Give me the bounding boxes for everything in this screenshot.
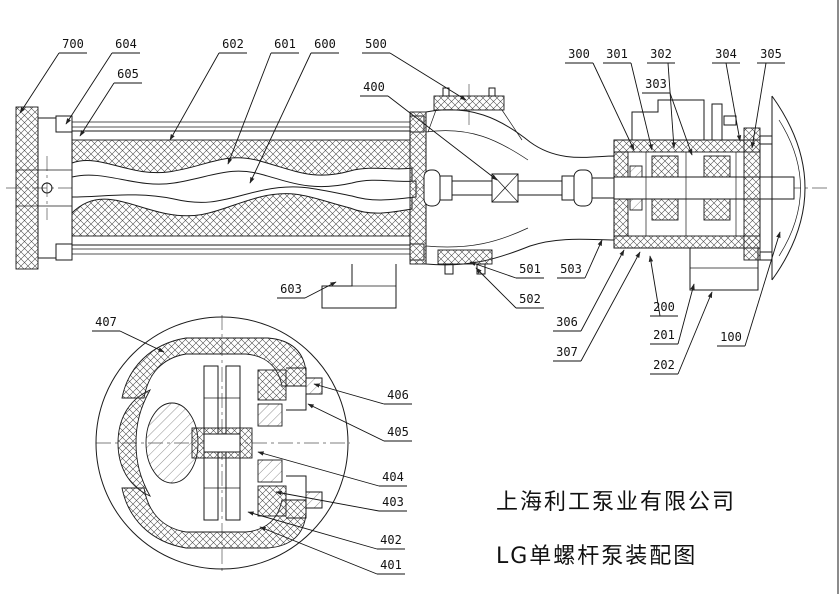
part-label-405: 405 (387, 425, 409, 439)
part-label-200: 200 (653, 300, 675, 314)
leader-line-405 (307, 403, 385, 442)
drawing-title: LG单螺杆泵装配图 (496, 544, 698, 569)
leader-line-604 (65, 52, 113, 125)
part-label-201: 201 (653, 328, 675, 342)
leader-line-407 (119, 330, 165, 353)
leader-line-100 (744, 231, 781, 347)
detail-left-shell (117, 389, 152, 497)
leader-line-304 (725, 62, 742, 142)
part-labels: 700 604 605 602 601 600 500 400 300 301 302 303 304 3… (19, 37, 785, 575)
leader-line-303 (669, 92, 693, 156)
part-label-500: 500 (365, 37, 387, 51)
leader-line-200 (648, 255, 661, 317)
leader-line-503 (584, 239, 603, 279)
detail-ball (145, 402, 199, 484)
leader-line-401 (259, 526, 378, 575)
part-label-403: 403 (382, 495, 404, 509)
part-label-501: 501 (519, 262, 541, 276)
leader-line-202 (677, 291, 713, 375)
drive-end (743, 95, 806, 281)
leader-line-605 (79, 82, 115, 137)
leader-line-500 (389, 52, 467, 101)
part-label-302: 302 (650, 47, 672, 61)
leader-line-302 (667, 62, 676, 149)
part-label-400: 400 (363, 80, 385, 94)
leader-line-301 (630, 62, 653, 151)
part-label-603: 603 (280, 282, 302, 296)
part-label-307: 307 (556, 345, 578, 359)
leader-line-402 (247, 511, 378, 550)
coupling-rod (423, 169, 615, 207)
leader-line-406 (313, 383, 385, 405)
leader-line-600 (249, 52, 312, 184)
leader-line-305 (750, 62, 767, 149)
part-label-100: 100 (720, 330, 742, 344)
leader-line-307 (580, 251, 641, 362)
leader-line-700 (19, 52, 60, 114)
part-label-407: 407 (95, 315, 117, 329)
part-label-301: 301 (606, 47, 628, 61)
part-label-300: 300 (568, 47, 590, 61)
company-name: 上海利工泵业有限公司 (496, 490, 737, 515)
part-label-502: 502 (519, 292, 541, 306)
leader-line-502 (475, 267, 517, 309)
leader-line-603 (304, 281, 337, 299)
title-block: 上海利工泵业有限公司 LG单螺杆泵装配图 (496, 484, 736, 570)
part-label-305: 305 (760, 47, 782, 61)
leader-line-601 (227, 52, 272, 165)
part-label-700: 700 (62, 37, 84, 51)
leader-line-403 (275, 490, 380, 512)
part-label-406: 406 (387, 388, 409, 402)
part-label-503: 503 (560, 262, 582, 276)
part-label-401: 401 (380, 558, 402, 572)
detail-view (95, 316, 349, 570)
bearing-housing (613, 99, 795, 291)
part-label-600: 600 (314, 37, 336, 51)
suction-flange (15, 106, 73, 270)
part-label-602: 602 (222, 37, 244, 51)
leader-line-501 (469, 261, 517, 279)
leader-line-201 (677, 283, 695, 345)
part-label-404: 404 (382, 470, 404, 484)
leader-line-300 (592, 62, 635, 151)
part-label-304: 304 (715, 47, 737, 61)
part-label-303: 303 (645, 77, 667, 91)
leader-line-404 (257, 451, 380, 487)
stator-section (71, 111, 427, 265)
part-label-601: 601 (274, 37, 296, 51)
part-label-402: 402 (380, 533, 402, 547)
part-label-605: 605 (117, 67, 139, 81)
part-label-604: 604 (115, 37, 137, 51)
part-label-306: 306 (556, 315, 578, 329)
part-label-202: 202 (653, 358, 675, 372)
leader-line-306 (580, 249, 625, 332)
leader-line-400 (387, 95, 498, 181)
leader-line-602 (169, 52, 220, 141)
